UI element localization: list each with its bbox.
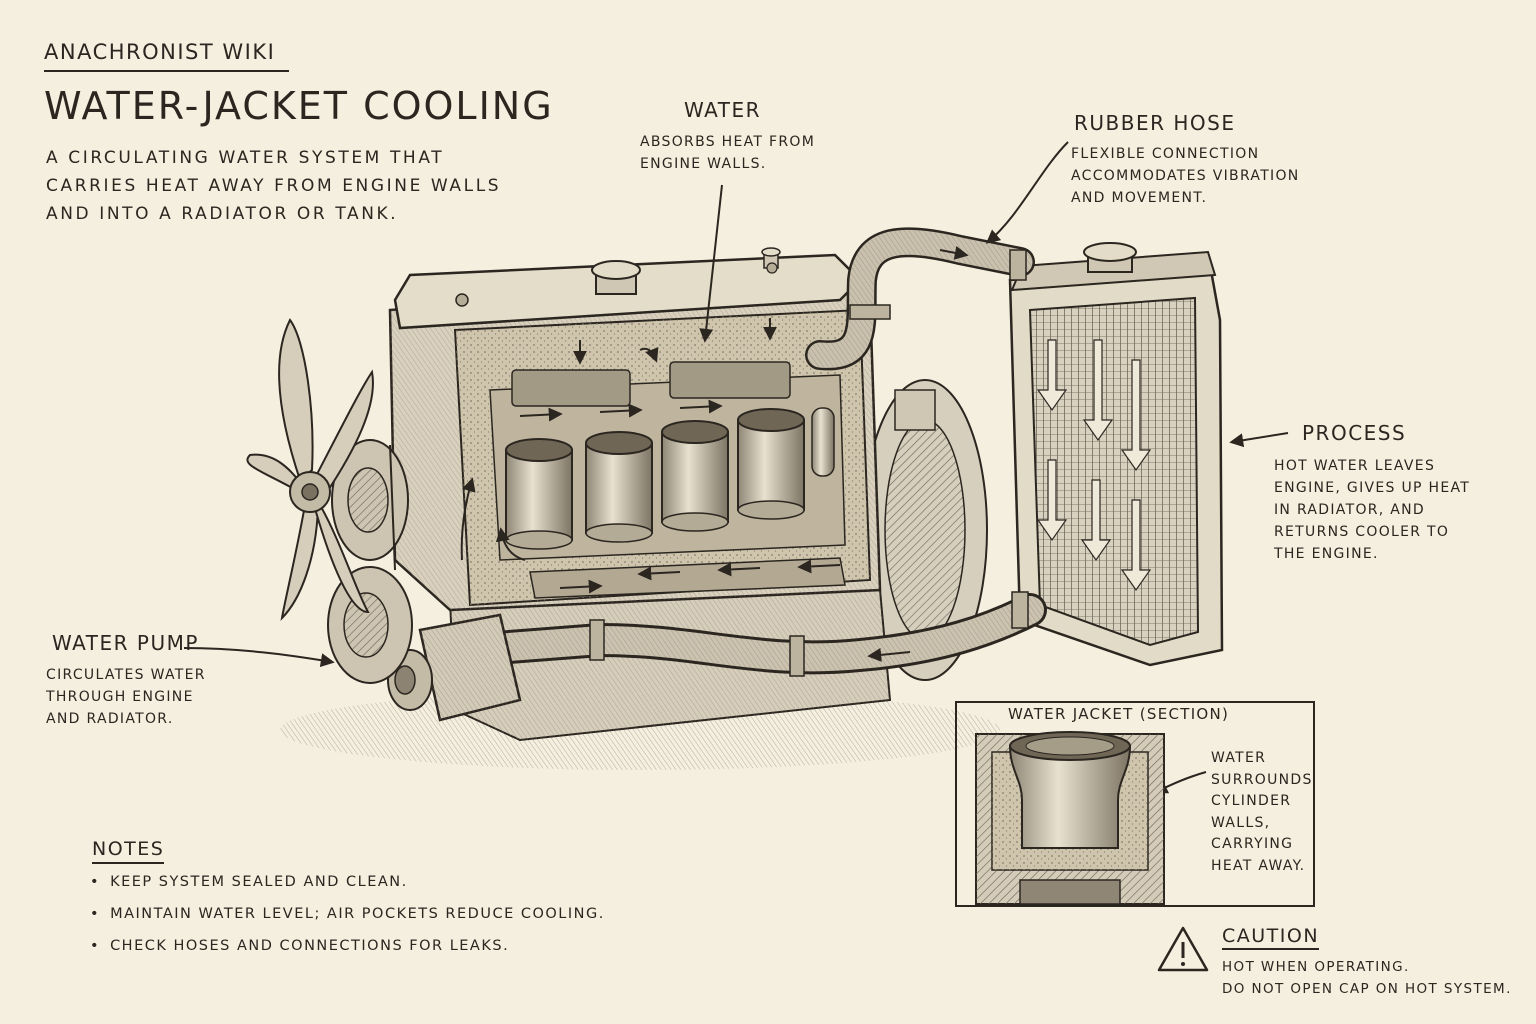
hose-label-title: RUBBER HOSE [1074, 111, 1236, 135]
upper-hose [805, 227, 1035, 371]
water-jacket-section-inset [955, 701, 1315, 907]
warning-triangle-icon [1157, 926, 1209, 972]
notes-list: KEEP SYSTEM SEALED AND CLEAN. MAINTAIN W… [90, 874, 650, 970]
pump-label-title: WATER PUMP [52, 631, 199, 655]
notes-heading: NOTES [92, 838, 165, 864]
list-item: MAINTAIN WATER LEVEL; AIR POCKETS REDUCE… [90, 906, 650, 938]
fan [246, 318, 374, 621]
cylinders [505, 407, 835, 550]
caution-heading: CAUTION [1222, 925, 1320, 950]
caution-line: HOT WHEN OPERATING. [1222, 959, 1410, 975]
flow-arrows [460, 318, 841, 594]
caution-line: DO NOT OPEN CAP ON HOT SYSTEM. [1222, 981, 1512, 997]
lower-hose [453, 591, 1047, 677]
process-label-text: HOT WATER LEAVES ENGINE, GIVES UP HEAT I… [1274, 458, 1471, 562]
list-item: KEEP SYSTEM SEALED AND CLEAN. [90, 874, 650, 906]
pump-label-text: CIRCULATES WATER THROUGH ENGINE AND RADI… [46, 667, 206, 727]
process-label-title: PROCESS [1302, 421, 1407, 445]
caution-text: HOT WHEN OPERATING. DO NOT OPEN CAP ON H… [1222, 956, 1522, 1000]
inset-title: WATER JACKET (SECTION) [1008, 705, 1230, 723]
page-title: WATER-JACKET COOLING [44, 84, 554, 128]
water-pump [387, 613, 522, 722]
site-name[interactable]: ANACHRONIST WIKI [44, 40, 289, 72]
water-label-text: ABSORBS HEAT FROM ENGINE WALLS. [640, 134, 816, 172]
inset-text: WATER SURROUNDS CYLINDER WALLS, CARRYING… [1211, 750, 1313, 874]
pulleys [327, 439, 413, 684]
list-item: CHECK HOSES AND CONNECTIONS FOR LEAKS. [90, 938, 650, 970]
leader-lines [183, 141, 1289, 794]
flywheel-housing [862, 379, 988, 681]
intro-text: A CIRCULATING WATER SYSTEM THAT CARRIES … [46, 148, 502, 224]
radiator [1008, 242, 1224, 667]
filler-caps [455, 247, 781, 307]
hose-label-text: FLEXIBLE CONNECTION ACCOMMODATES VIBRATI… [1071, 146, 1300, 206]
water-label-title: WATER [684, 98, 762, 122]
